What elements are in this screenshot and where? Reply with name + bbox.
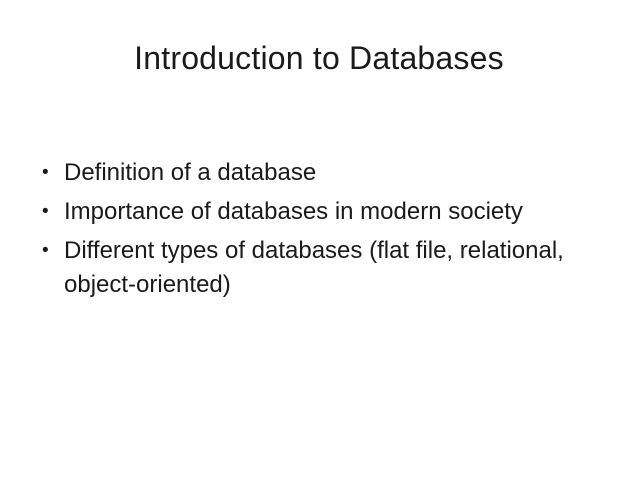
bullet-icon: • [42, 201, 49, 222]
bullet-item: • Importance of databases in modern soci… [42, 195, 610, 229]
bullet-icon: • [42, 162, 49, 183]
bullet-icon: • [42, 240, 49, 261]
bullet-text: Definition of a database [64, 159, 317, 186]
bullet-text: Importance of databases in modern societ… [64, 198, 523, 225]
bullet-item: • Definition of a database [42, 156, 610, 190]
bullet-text: Different types of databases (flat file,… [64, 237, 564, 298]
bullet-list: • Definition of a database • Importance … [42, 156, 610, 307]
bullet-item: • Different types of databases (flat fil… [42, 234, 610, 302]
slide-title: Introduction to Databases [134, 40, 504, 76]
